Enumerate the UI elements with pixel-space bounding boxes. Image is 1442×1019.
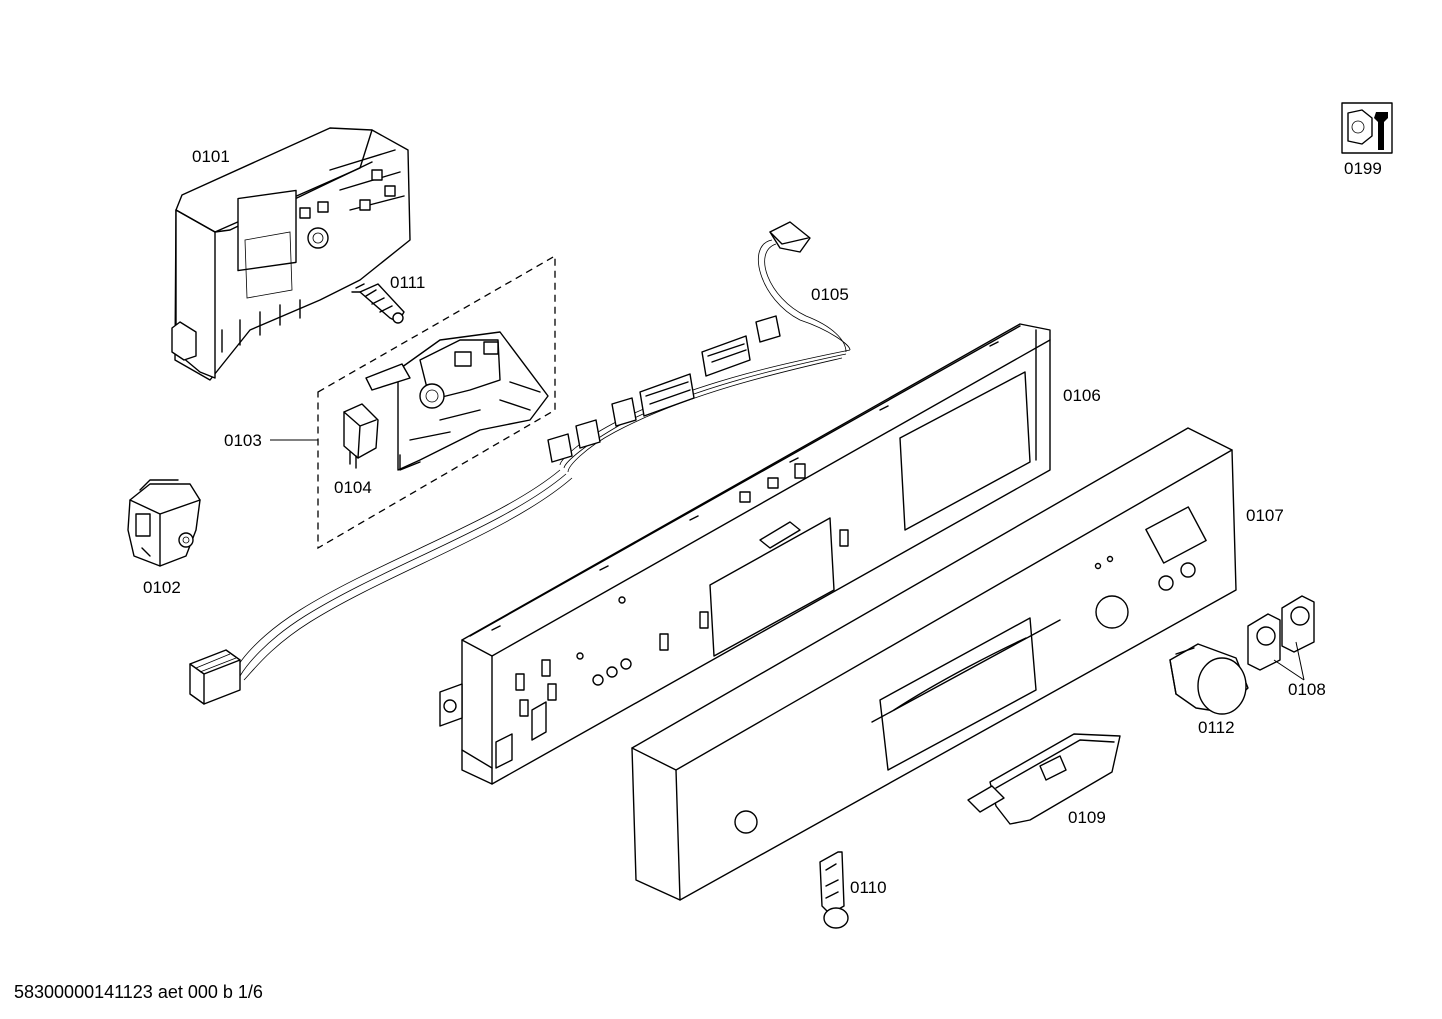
label-0108: 0108 [1288,680,1326,699]
label-0112: 0112 [1198,718,1235,737]
label-0110: 0110 [850,878,887,897]
label-0105: 0105 [811,285,849,304]
label-0101: 0101 [192,147,230,166]
part-0110-lever[interactable] [819,851,849,929]
footer-document-code: 58300000141123 aet 000 b 1/6 [14,982,263,1002]
part-0101-control-module[interactable] [171,127,411,381]
part-0106-panel-frame[interactable] [439,323,1051,785]
part-0104-capacitor[interactable] [343,403,379,469]
label-0199: 0199 [1344,159,1382,178]
part-0111-sensor[interactable] [351,283,405,324]
part-0112-knob[interactable] [1169,643,1249,715]
part-0108-buttons[interactable] [1247,595,1315,681]
label-0111: 0111 [390,273,425,292]
part-0107-fascia-panel[interactable] [631,427,1237,901]
part-0109-handle[interactable] [967,733,1121,825]
label-0109: 0109 [1068,808,1106,827]
label-0104: 0104 [334,478,372,497]
part-0103-door-lock[interactable] [365,331,549,471]
part-0103-group-frame [270,254,556,550]
part-0105-cable-harness[interactable] [189,221,851,705]
label-0107: 0107 [1246,506,1284,525]
part-0199-service-icon[interactable] [1341,102,1393,154]
label-0103: 0103 [224,431,262,450]
label-0106: 0106 [1063,386,1101,405]
label-0102: 0102 [143,578,181,597]
part-0102-switch[interactable] [127,479,201,567]
